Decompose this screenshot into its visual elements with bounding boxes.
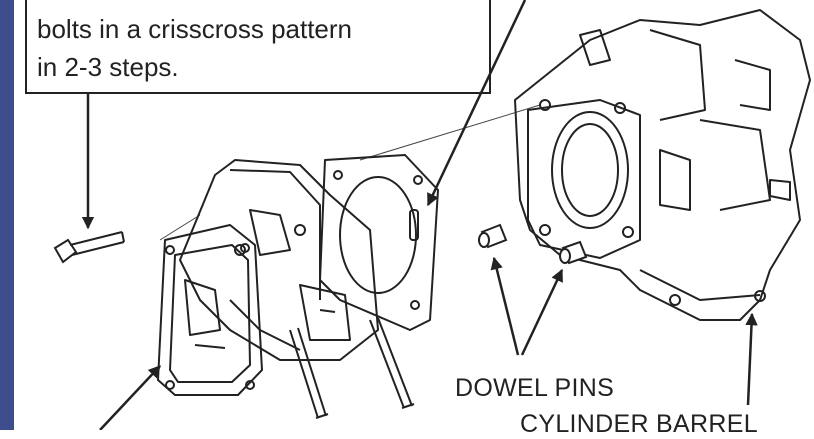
- note-line-1: bolts in a crisscross pattern: [37, 14, 353, 44]
- cylinder-barrel-label: CYLINDER BARREL: [520, 410, 758, 438]
- engine-exploded-diagram: [53, 0, 811, 430]
- instruction-note-box: bolts in a crisscross pattern in 2-3 ste…: [25, 0, 491, 94]
- arrow-icon: [81, 0, 758, 430]
- bolt-icon: [53, 231, 125, 264]
- head-cover-plate-drawing: [157, 224, 263, 396]
- stud-bolts-drawing: [289, 317, 415, 419]
- note-line-2: in 2-3 steps.: [37, 52, 179, 82]
- gasket-drawing: [319, 154, 439, 331]
- cylinder-barrel-drawing: [514, 9, 811, 321]
- dowel-pins-label: DOWEL PINS: [455, 374, 615, 402]
- cylinder-head-drawing: [179, 159, 379, 361]
- alignment-lines: [159, 104, 541, 241]
- dowel-pin-icon: [478, 223, 588, 265]
- accent-strip: [0, 0, 14, 430]
